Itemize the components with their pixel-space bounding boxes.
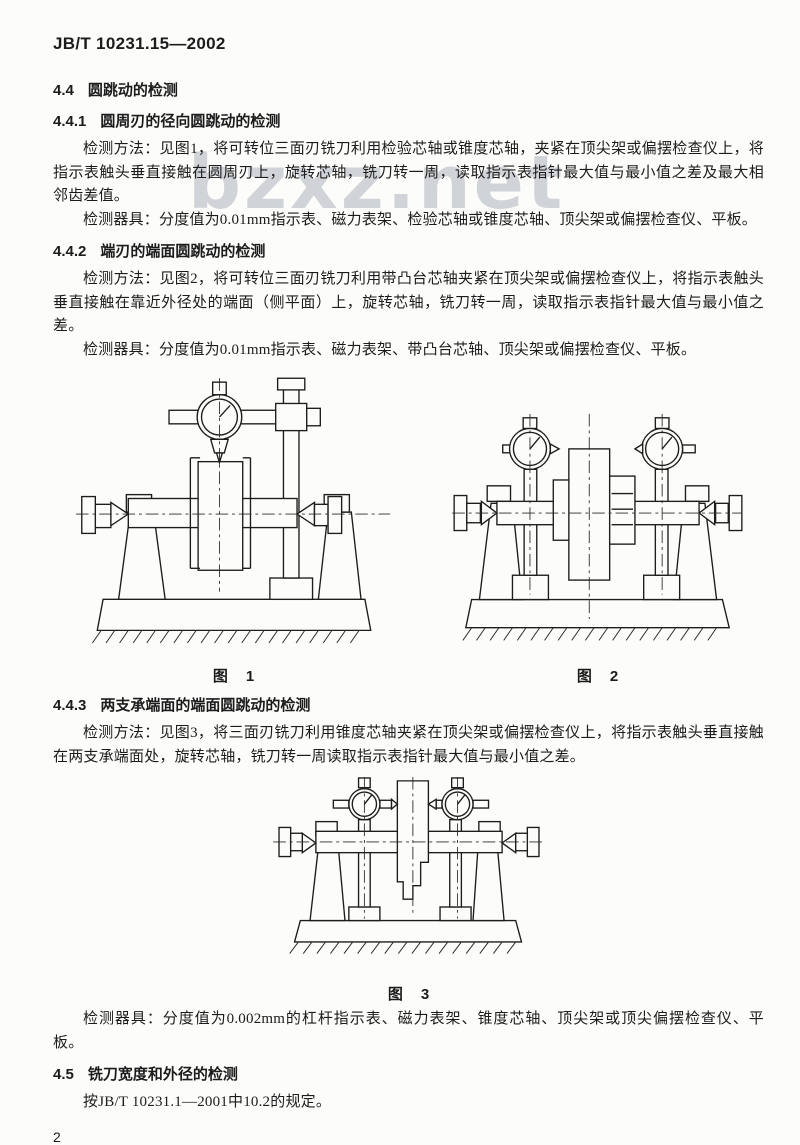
section-number: 4.4.3: [53, 697, 87, 714]
section-number: 4.4.2: [53, 243, 87, 260]
section-title: 圆跳动的检测: [87, 83, 178, 99]
body-paragraph-4-5: 按JB/T 10231.1—2001中10.2的规定。: [83, 1094, 332, 1110]
figure-3-drawing: [272, 777, 543, 954]
section-number: 4.4: [53, 82, 74, 99]
section-4-4-3-heading: 4.4.3 两支承端面的端面圆跳动的检测: [53, 695, 764, 717]
tools-paragraph-4-4-1: 检测器具：分度值为0.01mm指示表、磁力表架、检验芯轴或锥度芯轴、顶尖架或偏摆…: [83, 211, 757, 228]
method-paragraph-4-4-3: 检测方法：见图3，将三面刃铣刀利用锥度芯轴夹紧在顶尖架或偏摆检查仪上，将指示表触…: [53, 725, 764, 765]
watermark: bzxz.net: [188, 140, 566, 226]
section-4-4-1-heading: 4.4.1 圆周刃的径向圆跳动的检测: [53, 111, 764, 133]
figure-2-drawing: [451, 413, 743, 641]
method-paragraph-4-4-2: 检测方法：见图2，将可转位三面刃铣刀利用带凸台芯轴夹紧在顶尖架或偏摆检查仪上，将…: [53, 271, 764, 334]
section-4-4-heading: 4.4 圆跳动的检测: [53, 80, 764, 102]
section-4-4-2-heading: 4.4.2 端刃的端面圆跳动的检测: [53, 241, 764, 263]
section-number: 4.5: [53, 1066, 74, 1083]
standard-number: JB/T 10231.15—2002: [53, 34, 226, 53]
page-number: 2: [53, 1128, 61, 1145]
section-title: 铣刀宽度和外径的检测: [87, 1067, 238, 1083]
section-title: 端刃的端面圆跳动的检测: [100, 244, 266, 260]
method-paragraph-4-4-1: 检测方法：见图1，将可转位三面刃铣刀利用检验芯轴或锥度芯轴，夹紧在顶尖架或偏摆检…: [53, 141, 764, 204]
document-page: bzxz.net JB/T 10231.15—2002 4.4 圆跳动的检测 4.…: [53, 34, 764, 1145]
tools-paragraph-4-4-2: 检测器具：分度值为0.01mm指示表、磁力表架、带凸台芯轴、顶尖架或偏摆检查仪、…: [83, 341, 697, 358]
section-4-5-heading: 4.5 铣刀宽度和外径的检测: [53, 1064, 764, 1086]
section-title: 圆周刃的径向圆跳动的检测: [100, 114, 281, 130]
section-number: 4.4.1: [53, 113, 87, 130]
figure-1-drawing: [75, 377, 390, 644]
section-title: 两支承端面的端面圆跳动的检测: [100, 698, 311, 714]
tools-paragraph-4-4-3: 检测器具：分度值为0.002mm的杠杆指示表、磁力表架、锥度芯轴、顶尖架或顶尖偏…: [53, 1011, 764, 1051]
